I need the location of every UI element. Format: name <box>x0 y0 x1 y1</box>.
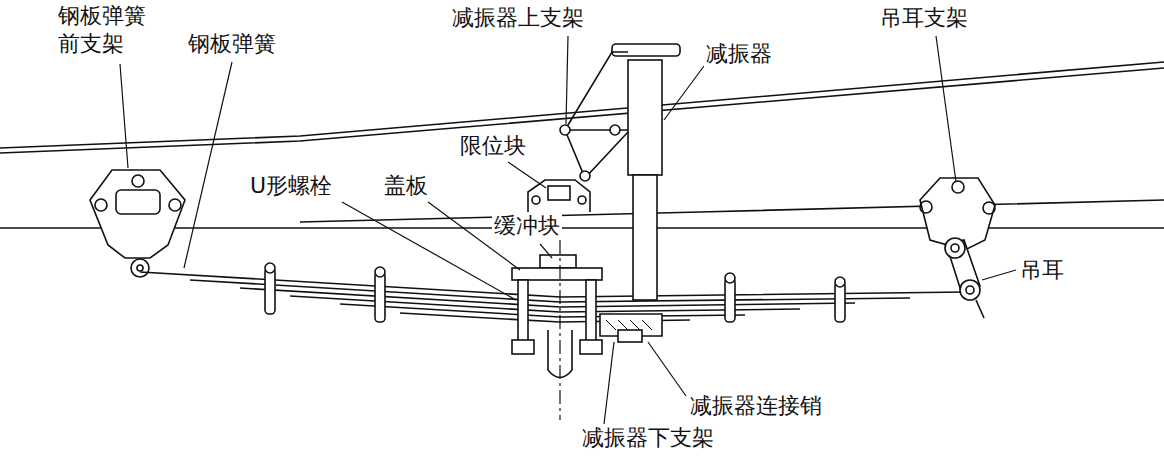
shock-absorber-part <box>612 44 680 56</box>
leader-line-part <box>184 62 232 268</box>
front-bracket <box>90 170 185 277</box>
part-label: 钢板弹簧 前支架 <box>56 2 154 57</box>
leaf-spring-part <box>340 304 745 317</box>
limit-block <box>528 180 590 212</box>
leader-line-part <box>120 64 128 168</box>
front-bracket-part <box>169 199 181 211</box>
leader-line-part <box>566 36 568 124</box>
part-label: 吊耳 <box>1018 256 1066 284</box>
rebound-clip-part <box>375 267 385 277</box>
limit-block-part <box>528 180 590 212</box>
part-label: 减振器下支架 <box>580 424 716 452</box>
part-label: 减振器 <box>704 40 774 68</box>
leader-line-part <box>342 202 516 300</box>
part-label: 缓冲块 <box>492 212 562 240</box>
shock-absorber-part <box>628 60 662 175</box>
axle-clamp-part <box>512 268 602 280</box>
front-bracket-part <box>132 175 144 187</box>
part-label: U形螺栓 <box>248 172 334 200</box>
rear-hanger-part <box>945 238 965 258</box>
rebound-clip-part <box>265 263 275 273</box>
upper-bracket-part <box>565 52 628 130</box>
leader-line-part <box>982 270 1016 280</box>
upper-bracket-part <box>560 125 570 135</box>
rear-hanger-part <box>976 300 984 318</box>
axle-clamp-part <box>586 280 596 342</box>
leader-line-part <box>648 342 686 396</box>
rear-hanger-part <box>920 201 932 213</box>
upper-bracket-part <box>610 125 620 135</box>
shock-absorber-part <box>606 320 652 330</box>
front-bracket-part <box>116 190 160 214</box>
leaf-spring-part <box>240 288 855 307</box>
axle-clamp-part <box>512 340 534 354</box>
rebound-clip-part <box>835 282 845 322</box>
front-bracket-part <box>137 265 143 271</box>
shock-absorber-part <box>633 175 657 300</box>
rear-hanger-part <box>960 280 980 300</box>
rebound-clip-part <box>265 268 275 314</box>
part-label: 减振器连接销 <box>688 392 824 420</box>
rear-hanger-part <box>983 202 995 214</box>
rebound-clip-part <box>725 273 735 283</box>
rear-hanger-part <box>966 286 974 294</box>
part-label: 钢板弹簧 <box>186 30 278 58</box>
part-label: 吊耳支架 <box>878 4 970 32</box>
rebound-clip-part <box>725 278 735 322</box>
rebound-clip-part <box>375 272 385 322</box>
part-label: 盖板 <box>382 172 430 200</box>
frame-rail-part <box>0 68 1164 153</box>
rebound-clip <box>265 263 845 322</box>
rear-hanger <box>920 178 995 318</box>
rear-hanger-part <box>951 244 959 252</box>
leader-line-part <box>664 66 704 120</box>
leaf-spring-part <box>290 296 800 312</box>
limit-block-part <box>548 186 570 200</box>
shock-absorber-part <box>618 330 642 342</box>
leader-line-part <box>540 244 552 258</box>
limit-block-part <box>532 196 540 204</box>
leader-line-part <box>936 36 956 182</box>
upper-bracket-part <box>580 171 590 181</box>
front-bracket-part <box>131 259 149 277</box>
axle-clamp-part <box>580 340 602 354</box>
axle-clamp-part <box>559 240 560 420</box>
rebound-clip-part <box>835 277 845 287</box>
shock-absorber <box>600 44 680 342</box>
leader-line <box>120 36 1016 424</box>
limit-block-part <box>578 196 586 204</box>
leader-line-part <box>604 342 614 424</box>
upper-bracket-part <box>565 130 628 178</box>
part-label: 减振器上支架 <box>450 4 586 32</box>
axle-clamp <box>512 240 602 420</box>
front-bracket-part <box>90 170 185 258</box>
leader-line-part <box>508 162 546 188</box>
axle-clamp-part <box>540 255 576 268</box>
upper-bracket <box>560 52 628 181</box>
part-label: 限位块 <box>458 132 528 160</box>
frame-rail-part <box>0 62 1164 148</box>
front-bracket-part <box>95 199 107 211</box>
rear-hanger-part <box>952 181 964 193</box>
axle-clamp-part <box>518 280 528 342</box>
